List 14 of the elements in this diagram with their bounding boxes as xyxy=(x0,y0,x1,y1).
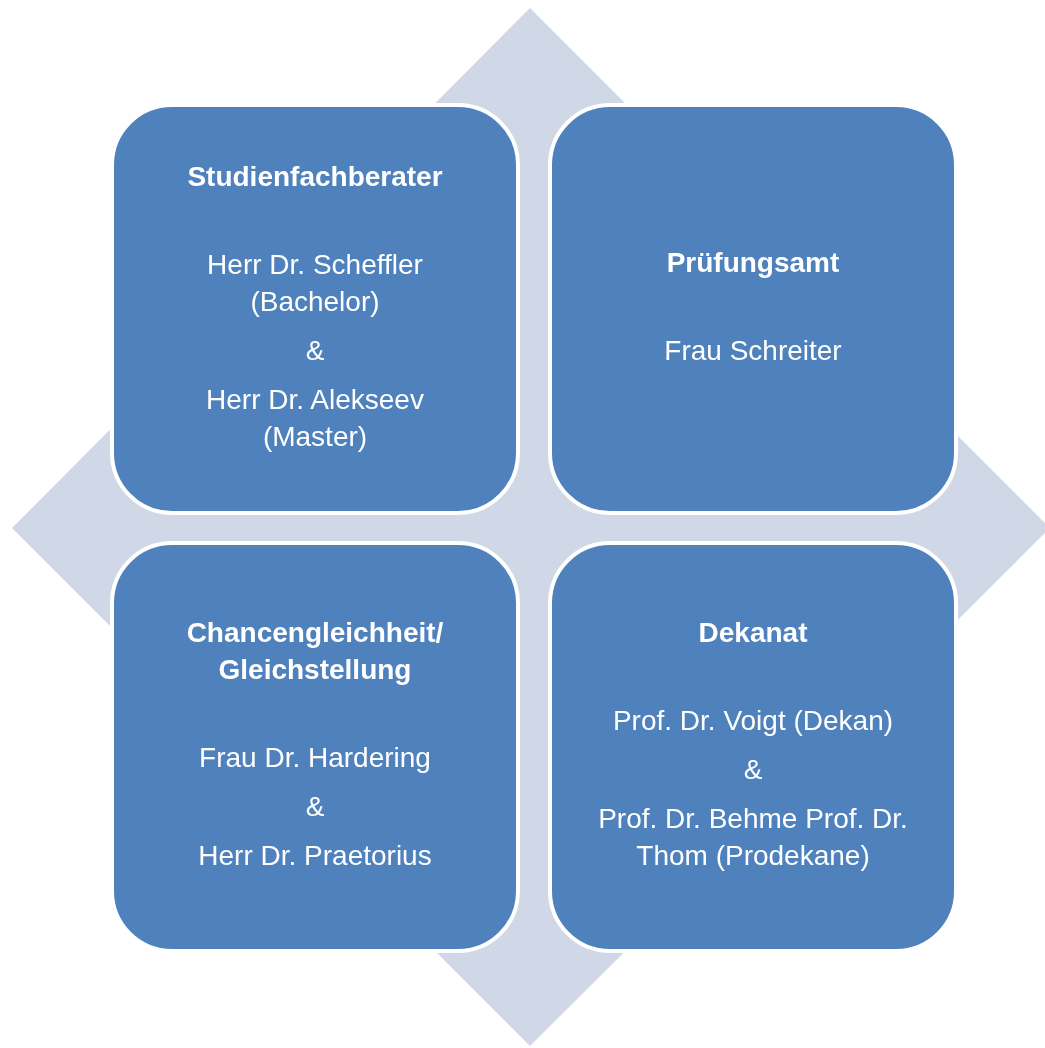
box-text: Prof. Dr. Voigt (Dekan) xyxy=(611,704,895,738)
box-text: & xyxy=(304,790,326,824)
box-heading: Studienfachberater xyxy=(186,159,444,194)
box-text: & xyxy=(304,333,326,368)
box-text: Herr Dr. Scheffler (Bachelor) xyxy=(206,247,424,319)
box-heading: Prüfungsamt xyxy=(665,245,841,280)
box-heading: Dekanat xyxy=(697,616,809,650)
box-heading: Chancengleichheit/ Gleichstellung xyxy=(185,616,445,687)
box-text: Frau Schreiter xyxy=(663,333,843,368)
box-text: & xyxy=(742,753,764,787)
box-text: Herr Dr. Praetorius xyxy=(197,839,433,873)
box-text: Prof. Dr. Behme Prof. Dr. Thom (Prodekane) xyxy=(598,802,908,873)
box-text: Herr Dr. Alekseev (Master) xyxy=(205,382,425,454)
box-text: Frau Dr. Hardering xyxy=(198,741,432,775)
